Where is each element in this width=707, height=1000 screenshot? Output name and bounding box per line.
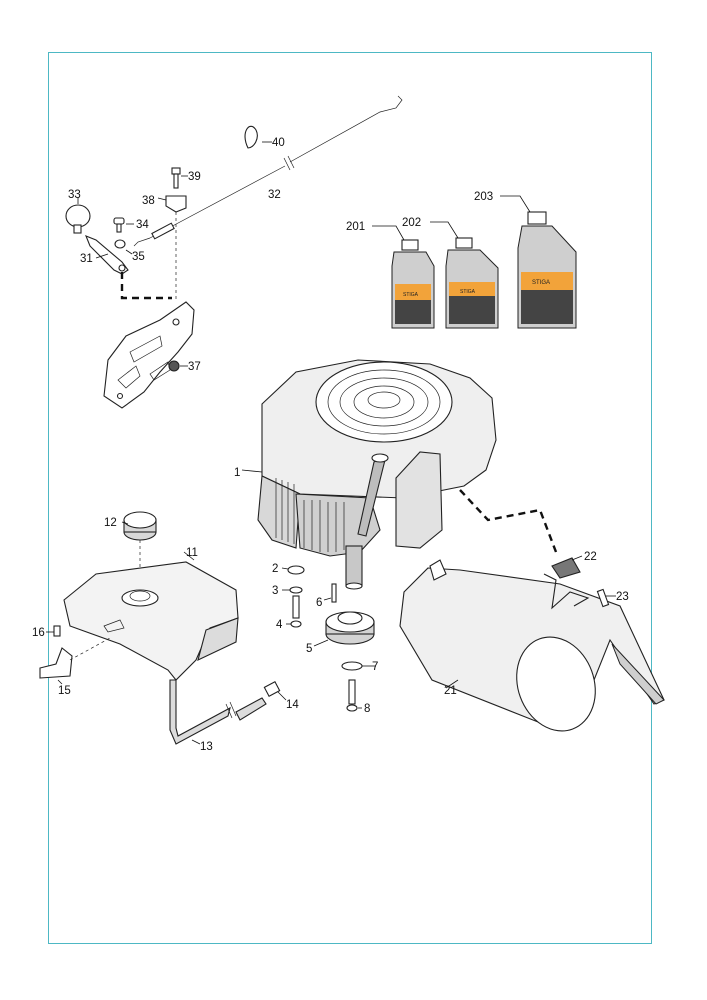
callout-7: 7 (372, 661, 378, 673)
callout-12: 12 (104, 517, 117, 529)
nut-37 (168, 360, 188, 372)
callout-35: 35 (132, 251, 145, 263)
callout-1: 1 (234, 467, 240, 479)
callout-13: 13 (200, 741, 213, 753)
callout-33: 33 (68, 189, 81, 201)
exhaust-connection-dash (459, 489, 558, 553)
callout-201: 201 (346, 221, 365, 233)
screw-34 (113, 217, 134, 233)
fuel-cap-12 (121, 511, 157, 590)
callout-34: 34 (136, 219, 149, 231)
callout-38: 38 (142, 195, 155, 207)
washer-3 (282, 586, 303, 594)
callout-202: 202 (402, 217, 421, 229)
hose-clamp-14 (263, 681, 287, 701)
bolt-23 (596, 588, 616, 608)
callout-15: 15 (58, 685, 71, 697)
callout-4: 4 (276, 619, 283, 631)
callout-11: 11 (186, 547, 198, 559)
fuel-tank-11 (63, 551, 239, 681)
callout-5: 5 (306, 643, 312, 655)
oil-bottle-201: STIGA (372, 225, 435, 329)
washer-2 (281, 565, 305, 575)
lever-connection-dash (120, 272, 172, 300)
oil-bottle-202: STIGA (430, 221, 499, 329)
throttle-lever-31 (85, 235, 129, 275)
callout-22: 22 (584, 551, 597, 563)
callout-3: 3 (272, 585, 278, 597)
throttle-bracket-plate (103, 301, 195, 409)
washer-7 (341, 661, 376, 671)
callout-labels: 1 2 3 4 5 6 7 8 11 12 13 14 15 16 21 22 … (32, 137, 629, 753)
callout-39: 39 (188, 171, 201, 183)
bottle-brand-201: STIGA (403, 292, 419, 298)
gasket-22 (551, 555, 583, 579)
pulley-5 (313, 611, 375, 647)
callout-21: 21 (444, 685, 457, 697)
callout-40: 40 (272, 137, 285, 149)
callout-31: 31 (80, 253, 93, 265)
bottle-brand-202: STIGA (460, 289, 476, 295)
cable-clip-40 (244, 125, 272, 149)
bolt-4 (286, 595, 302, 628)
callout-6: 6 (316, 597, 322, 609)
cable-clamp-38 (157, 195, 187, 300)
throttle-cable (133, 95, 403, 247)
callout-203: 203 (474, 191, 493, 203)
bottle-brand-203: STIGA (532, 280, 550, 286)
lever-knob-33 (65, 198, 91, 234)
washer-35 (114, 239, 133, 255)
callout-37: 37 (188, 361, 201, 373)
callout-2: 2 (272, 563, 278, 575)
fuel-hose-13 (169, 679, 267, 745)
callout-16: 16 (32, 627, 45, 639)
muffler-21 (399, 559, 665, 732)
callout-14: 14 (286, 699, 299, 711)
bolt-8 (346, 679, 362, 712)
callout-32: 32 (268, 189, 281, 201)
key-6 (323, 583, 337, 603)
tank-bracket-15 (39, 637, 111, 685)
drawing-frame (48, 52, 652, 944)
callout-8: 8 (364, 703, 370, 715)
engine-1 (241, 359, 497, 590)
callout-23: 23 (616, 591, 629, 603)
clamp-screw-39 (171, 167, 188, 189)
screw-16 (46, 625, 61, 637)
oil-bottle-203: STIGA (500, 195, 577, 329)
